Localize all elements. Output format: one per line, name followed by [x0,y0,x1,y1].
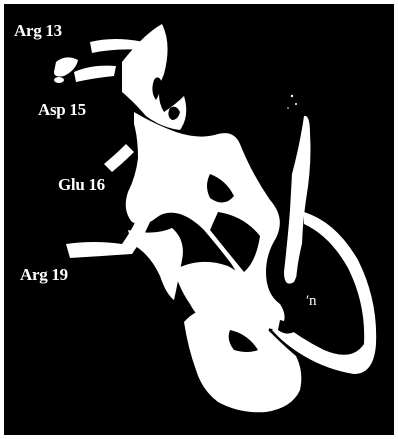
label-glu16: Glu 16 [58,176,105,193]
speck [287,107,289,109]
protein-structure-diagram [4,4,394,435]
glu16-sidechain [104,144,134,172]
backbone-lower-left [128,228,183,300]
speck [295,103,297,105]
speck [291,95,293,97]
label-ion: ′n [306,294,316,309]
label-asp15: Asp 15 [38,101,86,118]
cavity-cup [278,320,294,334]
label-arg13: Arg 13 [14,22,62,39]
label-arg19: Arg 19 [20,266,68,283]
asp15-sidechain-c [54,77,64,83]
asp15-sidechain-b [74,66,116,82]
structure-panel: Arg 13 Asp 15 Glu 16 Arg 19 ′n [4,4,394,435]
